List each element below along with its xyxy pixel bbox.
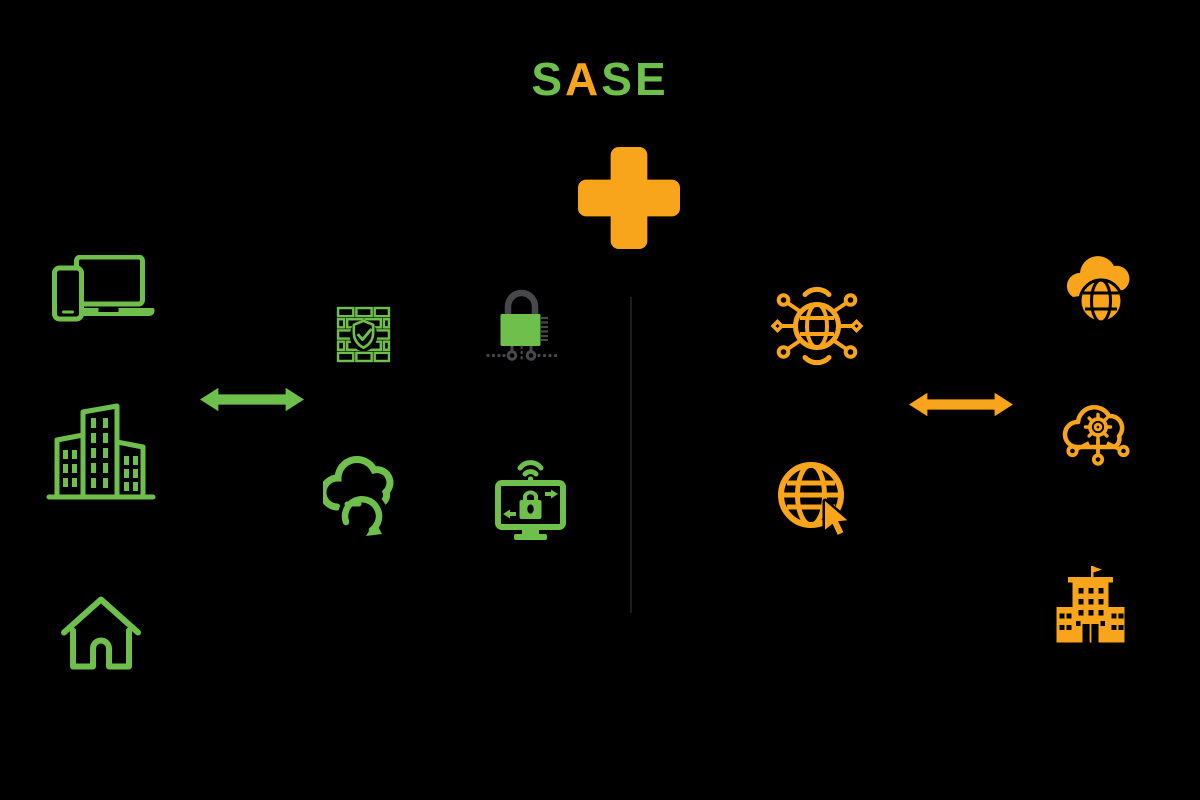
cloud-services-icon <box>1061 399 1138 472</box>
network-globe-icon <box>769 282 865 370</box>
padlock-circuit <box>486 316 558 361</box>
devices-icon <box>52 255 155 323</box>
padlock-shackle <box>504 289 539 315</box>
sase-letter: E <box>634 53 669 105</box>
sase-title: SASE <box>0 56 1200 102</box>
sase-letter: S <box>531 53 566 105</box>
sase-letter: A <box>565 53 602 105</box>
campus-building-icon <box>1055 565 1128 643</box>
vertical-divider-line <box>630 297 632 613</box>
internet-globe-cursor-icon <box>774 454 859 547</box>
home-icon <box>60 594 142 673</box>
office-building-icon <box>46 402 156 504</box>
secure-desktop-icon <box>495 450 566 542</box>
green-double-arrow-icon <box>198 384 306 415</box>
sase-letter: S <box>601 53 635 105</box>
cloud-globe-icon <box>1063 252 1140 329</box>
padlock-chain-icon <box>485 288 558 362</box>
orange-double-arrow-icon <box>907 389 1015 420</box>
plus-icon <box>578 147 680 249</box>
cloud-sync-icon <box>323 454 402 544</box>
firewall-shield-icon <box>336 306 391 363</box>
